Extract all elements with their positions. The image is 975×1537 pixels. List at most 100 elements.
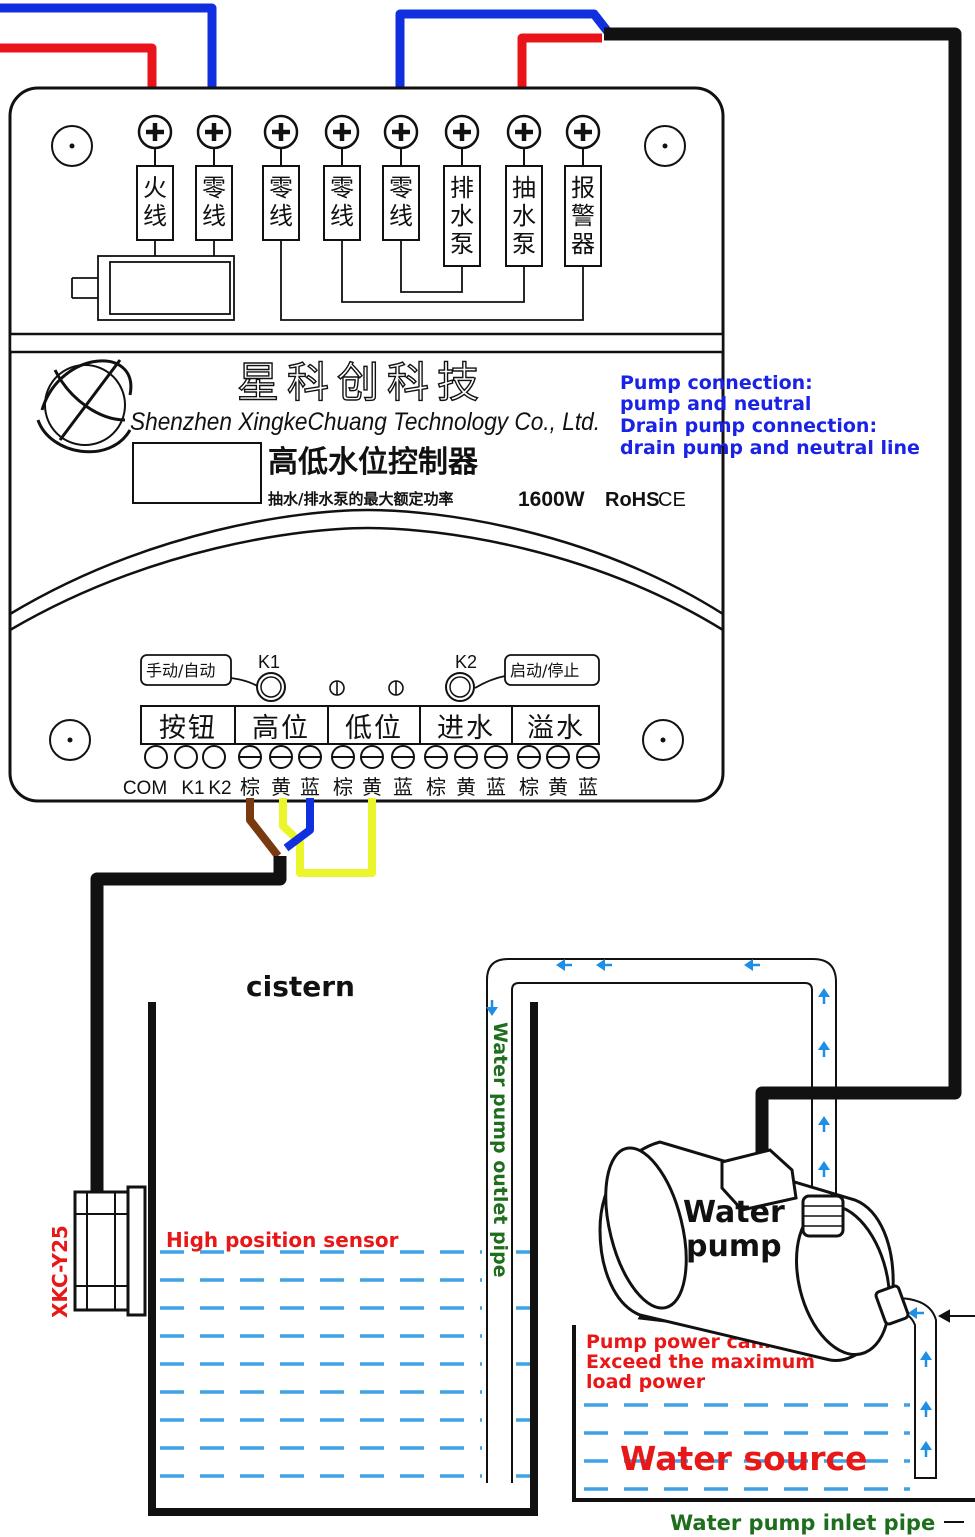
power-spec-prefix: 抽水/排水泵的最大额定功率 (268, 490, 453, 508)
pump-power-cable (604, 27, 962, 1165)
bottom-terminal-label-3: 棕 (240, 775, 260, 799)
group-label-4: 溢水 (527, 713, 585, 744)
product-name: 高低水位控制器 (268, 445, 479, 480)
bottom-terminal-label-1: K1 (181, 778, 204, 799)
terminal-label-char: 水 (512, 202, 536, 230)
pump-neutral-wire (395, 9, 612, 88)
led-indicator-1 (329, 680, 345, 696)
note-line-1: Pump connection: (620, 372, 813, 394)
high-sensor-label: High position sensor (166, 1228, 399, 1252)
neutral-input-wire (0, 3, 217, 88)
cistern-tank (148, 1002, 538, 1516)
flow-arrow-up (818, 1161, 830, 1177)
outlet-pipe-label: Water pump outlet pipe (489, 1022, 511, 1278)
terminal-label-char: 线 (269, 202, 293, 230)
k2-mode-label: 启动/停止 (510, 661, 579, 680)
terminal-screws (137, 114, 601, 150)
terminal-screws-bottom (144, 745, 600, 769)
pump-junction-box (720, 1148, 798, 1212)
brand-area: 星科创科技 Shenzhen XingkeChuang Technology C… (36, 357, 686, 511)
bottom-screw-13 (546, 745, 570, 769)
bottom-screw-9 (424, 745, 448, 769)
terminal-label-char: 器 (571, 230, 595, 258)
probe-wires (90, 798, 376, 1192)
terminal-label-char: 线 (389, 202, 413, 230)
group-label-3: 进水 (437, 713, 495, 744)
yellow-wire (279, 798, 376, 877)
inlet-arrow-up (920, 1351, 932, 1367)
rohs-mark: RoHS (605, 489, 659, 511)
outlet-pipe (486, 958, 837, 1483)
cistern-label: cistern (246, 970, 355, 1003)
terminal-label-char: 零 (330, 174, 354, 202)
bottom-terminal-label-7: 黄 (362, 775, 382, 799)
power-spec-value: 1600W (518, 488, 585, 511)
mount-hole-top-left (51, 125, 93, 167)
display-window (132, 442, 262, 504)
bottom-screw-14 (576, 745, 600, 769)
pump-live-wire (517, 33, 602, 88)
group-labels: 按钮高位低位进水溢水 (159, 713, 585, 744)
terminal-label-5: 排水泵 (450, 174, 474, 258)
bottom-terminal-label-11: 蓝 (486, 775, 506, 799)
terminal-label-char: 排 (450, 174, 474, 202)
terminal-label-char: 零 (269, 174, 293, 202)
source-water (584, 1403, 910, 1491)
note-line-2: pump and neutral (620, 393, 811, 415)
flow-arrow-down (486, 1000, 498, 1016)
flow-arrow-up (818, 1116, 830, 1132)
connection-note: Pump connection: pump and neutral Drain … (620, 372, 920, 459)
bottom-screw-1 (174, 745, 198, 769)
brand-name-cn: 星科创科技 (237, 358, 487, 407)
flow-arrow-left (744, 959, 760, 971)
power-spec: 抽水/排水泵的最大额定功率 (268, 490, 453, 508)
bottom-terminal-label-9: 棕 (426, 775, 446, 799)
water-source-label: Water source (620, 1439, 867, 1478)
k1-button[interactable] (256, 672, 286, 702)
bottom-terminal-label-12: 棕 (519, 775, 539, 799)
mount-hole-top-right (644, 125, 686, 167)
power-note-line-3: load power (586, 1371, 706, 1393)
source-tank (572, 1325, 975, 1502)
sensor-cable (90, 856, 287, 1192)
group-label-1: 高位 (252, 713, 310, 744)
bottom-screw-3 (238, 745, 262, 769)
bottom-screw-10 (454, 745, 478, 769)
terminal-label-2: 零线 (269, 174, 293, 230)
bottom-screw-2 (202, 745, 226, 769)
terminal-label-0: 火线 (143, 174, 167, 230)
flow-arrows (486, 959, 932, 1457)
live-input-wire (0, 43, 157, 88)
note-line-3: Drain pump connection: (620, 415, 877, 437)
ce-mark: CE (658, 489, 686, 511)
k1-mode-box (140, 654, 232, 686)
bottom-screw-0 (144, 745, 168, 769)
brand-company-en: Shenzhen XingkeChuang Technology Co., Lt… (130, 408, 600, 436)
terminal-label-char: 火 (143, 174, 167, 202)
terminal-label-char: 报 (571, 174, 595, 202)
terminal-label-4: 零线 (389, 174, 413, 230)
terminal-label-char: 线 (330, 202, 354, 230)
inlet-pipe (894, 1297, 937, 1479)
blue-wire (283, 798, 314, 852)
terminal-label-7: 报警器 (571, 174, 595, 258)
terminal-label-3: 零线 (330, 174, 354, 230)
bottom-terminal-label-2: K2 (208, 778, 231, 799)
terminal-label-char: 线 (143, 202, 167, 230)
bottom-terminal-label-14: 蓝 (578, 775, 598, 799)
controller-box (8, 86, 725, 803)
bottom-terminal-label-8: 蓝 (393, 775, 413, 799)
group-label-2: 低位 (345, 713, 403, 744)
water-pump (598, 1140, 910, 1362)
level-sensor (73, 1185, 147, 1317)
k2-label: K2 (455, 652, 477, 672)
terminal-label-char: 线 (202, 202, 226, 230)
terminal-label-char: 警 (571, 202, 595, 230)
inlet-pipe-label: Water pump inlet pipe (670, 1511, 935, 1535)
brown-wire (246, 798, 282, 859)
led-indicator-2 (388, 680, 404, 696)
bottom-screw-11 (484, 745, 508, 769)
k2-button[interactable] (445, 672, 475, 702)
mount-hole-bottom-left (49, 719, 91, 761)
